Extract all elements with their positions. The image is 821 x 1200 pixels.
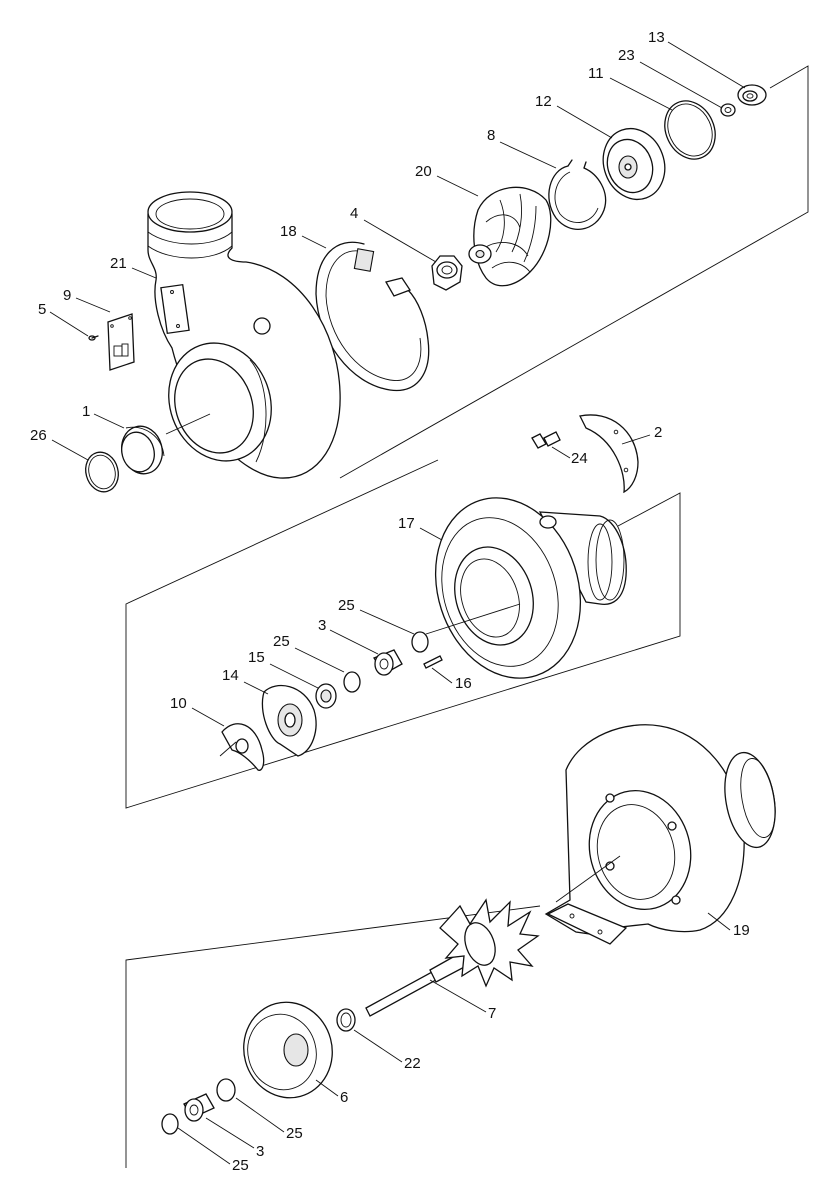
leader-line-c15 <box>269 663 319 689</box>
part-2-shield <box>579 414 639 494</box>
boundary-lines <box>125 65 809 1168</box>
leader-line-c10 <box>191 707 225 727</box>
part-8-snap-ring <box>548 159 607 230</box>
callout-c9: 9 <box>63 287 71 304</box>
callout-c25d: 25 <box>232 1157 249 1174</box>
callout-c10: 10 <box>170 695 187 712</box>
part-1-insert-ring <box>121 425 165 475</box>
leader-line-c3a <box>329 629 379 655</box>
part-25-ring-d <box>161 1113 179 1135</box>
leader-line-c2 <box>621 434 651 445</box>
callout-c13: 13 <box>648 29 665 46</box>
part-25-ring-c <box>216 1078 236 1102</box>
callout-c24: 24 <box>571 450 588 467</box>
leader-line-c25c <box>235 1097 285 1133</box>
part-3-bearing-b <box>183 1093 215 1122</box>
callout-c2: 2 <box>654 424 662 441</box>
part-12-plate <box>602 127 666 201</box>
part-5-rivet <box>88 335 99 341</box>
callout-c11: 11 <box>588 65 604 82</box>
leader-line-c19 <box>707 912 731 931</box>
callout-c12: 12 <box>535 93 552 110</box>
part-26-snap-ring <box>85 451 119 493</box>
part-18-vband-clamp <box>315 241 430 392</box>
callout-labels: 13 23 11 12 8 20 4 18 21 95 1 26 2 24 17 25 3 25 15 16 14 10 1… <box>30 29 750 1174</box>
leader-line-c24 <box>551 446 571 459</box>
callout-c7: 7 <box>488 1005 496 1022</box>
part-22-piston-ring <box>336 1008 356 1032</box>
part-15-thrust-collar <box>315 683 337 709</box>
callout-c16: 16 <box>455 675 472 692</box>
leader-line-c4 <box>363 219 437 263</box>
part-25-ring-a <box>411 631 429 653</box>
callout-c18: 18 <box>280 223 297 240</box>
leader-line-c6 <box>315 1079 339 1097</box>
part-11-oring <box>664 100 716 160</box>
callout-c14: 14 <box>222 667 239 684</box>
leader-line-c23 <box>639 61 723 109</box>
callout-c6: 6 <box>340 1089 348 1106</box>
part-25-ring-b <box>343 671 361 693</box>
part-24-bolt <box>531 431 561 449</box>
leader-line-c11 <box>609 77 673 111</box>
part-4-hex-nut <box>431 255 463 291</box>
leader-line-c25a <box>359 609 415 635</box>
leader-line-c7 <box>429 979 487 1013</box>
part-21-compressor-housing <box>147 191 341 479</box>
leader-line-c14 <box>243 681 269 695</box>
part-6-back-plate <box>243 1001 333 1099</box>
callout-c19: 19 <box>733 922 750 939</box>
leader-line-c17 <box>419 527 443 541</box>
part-16-pin <box>423 655 443 669</box>
callout-c20: 20 <box>415 163 432 180</box>
callout-c3a: 3 <box>318 617 326 634</box>
leader-line-c13 <box>667 41 746 89</box>
callout-c25b: 25 <box>273 633 290 650</box>
leader-line-c20 <box>436 175 479 197</box>
callout-c23: 23 <box>618 47 635 64</box>
leader-line-c1 <box>93 413 125 429</box>
part-13-nut <box>737 84 767 106</box>
leader-line-c26 <box>51 439 89 461</box>
part-14-thrust-bearing <box>261 684 317 757</box>
callout-c22: 22 <box>404 1055 421 1072</box>
part-3-bearing-a <box>373 649 403 676</box>
part-20-compressor-wheel <box>468 186 552 287</box>
leader-line-c5 <box>49 311 89 337</box>
leader-line-c25d <box>177 1127 231 1165</box>
part-10-deflector <box>221 723 265 771</box>
callout-c25a: 25 <box>338 597 355 614</box>
leader-line-c9 <box>75 297 111 313</box>
part-9-nameplate <box>107 313 135 371</box>
callout-c15: 15 <box>248 649 265 666</box>
leader-line-c3b <box>205 1117 255 1149</box>
callout-c8: 8 <box>487 127 495 144</box>
callout-c21: 21 <box>110 255 127 272</box>
part-17-center-housing <box>434 497 627 679</box>
leader-line-c22 <box>353 1029 403 1063</box>
leader-line-c25b <box>294 647 345 673</box>
callout-c1: 1 <box>82 403 90 420</box>
callout-c26: 26 <box>30 427 47 444</box>
callout-c25c: 25 <box>286 1125 303 1142</box>
callout-c17: 17 <box>398 515 415 532</box>
part-19-turbine-housing <box>544 724 776 945</box>
axis-lines <box>165 413 621 903</box>
part-7-turbine-shaft <box>365 898 540 1017</box>
leader-line-c18 <box>301 235 327 249</box>
leader-line-c8 <box>499 141 557 169</box>
leader-line-c16 <box>431 667 453 684</box>
callout-c3b: 3 <box>256 1143 264 1160</box>
part-23-washer <box>720 103 736 117</box>
leader-line-c12 <box>556 105 613 139</box>
leader-line-c21 <box>131 267 157 279</box>
callout-c4: 4 <box>350 205 358 222</box>
callout-c5: 5 <box>38 301 46 318</box>
